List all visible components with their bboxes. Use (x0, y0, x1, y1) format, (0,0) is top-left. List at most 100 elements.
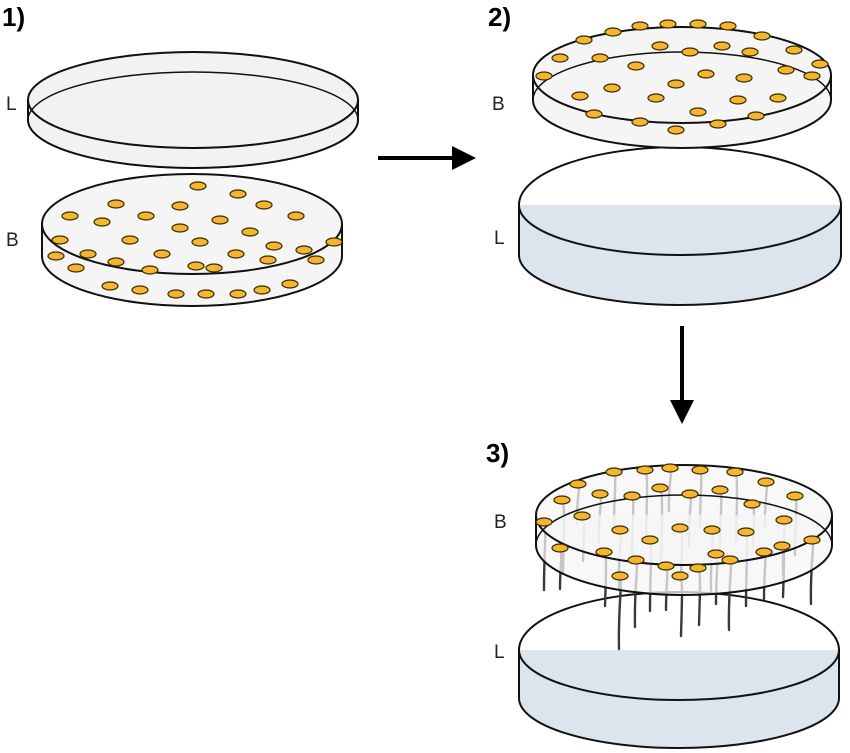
fungal-colony-icon (811, 59, 829, 69)
fungal-colony-icon (689, 107, 707, 117)
fungal-colony-icon (101, 281, 119, 291)
fungal-colony-icon (93, 217, 111, 227)
fungal-colony-icon (61, 211, 79, 221)
fungal-colony-icon (647, 93, 665, 103)
step-3-dish-label: L (494, 642, 505, 663)
fungal-colony-icon (681, 489, 699, 499)
fungal-colony-icon (121, 235, 139, 245)
fungal-colony-icon (67, 263, 85, 273)
fungal-colony-icon (627, 61, 645, 71)
fungal-colony-icon (47, 251, 65, 261)
step-1-lid-l (27, 51, 359, 169)
step-2-dish-label: L (494, 228, 505, 249)
fungal-colony-icon (229, 189, 247, 199)
fungal-colony-icon (757, 477, 775, 487)
fungal-colony-icon (627, 555, 645, 565)
step-1-plate-label: B (6, 230, 19, 251)
fungal-colony-icon (741, 47, 759, 57)
fungal-colony-icon (229, 289, 247, 299)
step-1: 1) L B (2, 2, 359, 307)
fungal-colony-icon (287, 211, 305, 221)
step-2-plate-b (532, 19, 832, 149)
step-2-number: 2) (488, 2, 511, 32)
fungal-colony-icon (651, 41, 669, 51)
step-3: 3) B L (486, 438, 840, 749)
fungal-colony-icon (325, 237, 343, 247)
fungal-colony-icon (711, 485, 729, 495)
fungal-colony-icon (611, 571, 629, 581)
fungal-colony-icon (585, 109, 603, 119)
fungal-colony-icon (535, 71, 553, 81)
fungal-colony-icon (737, 527, 755, 537)
fungal-colony-icon (769, 93, 787, 103)
fungal-colony-icon (661, 463, 679, 473)
fungal-colony-icon (681, 47, 699, 57)
step-1-lid-label: L (6, 94, 17, 115)
fungal-colony-icon (153, 249, 171, 259)
fungal-colony-icon (137, 211, 155, 221)
fungal-colony-icon (107, 199, 125, 209)
fungal-colony-icon (573, 511, 591, 521)
fungal-colony-icon (753, 31, 771, 41)
fungal-colony-icon (205, 263, 223, 273)
fungal-colony-icon (535, 517, 553, 527)
fungal-colony-icon (803, 535, 821, 545)
fungal-colony-icon (167, 289, 185, 299)
fungal-colony-icon (641, 535, 659, 545)
fungal-colony-icon (281, 279, 299, 289)
fungal-colony-icon (605, 467, 623, 477)
fungal-colony-icon (707, 549, 725, 559)
fungal-colony-icon (307, 255, 325, 265)
fungal-colony-icon (569, 479, 587, 489)
fungal-colony-icon (571, 91, 589, 101)
step-3-colonies (535, 463, 821, 581)
arrow-down-icon (670, 326, 694, 424)
fungal-colony-icon (141, 265, 159, 275)
fungal-colony-icon (721, 555, 739, 565)
fungal-colony-icon (171, 201, 189, 211)
fungal-colony-icon (79, 249, 97, 259)
step-1-colonies (47, 181, 343, 299)
fungal-colony-icon (191, 237, 209, 247)
fungal-colony-icon (107, 257, 125, 267)
step-3-dish-l (518, 591, 840, 749)
fungal-colony-icon (709, 119, 727, 129)
fungal-colony-icon (631, 117, 649, 127)
fungal-colony-icon (197, 289, 215, 299)
fungal-colony-icon (667, 79, 685, 89)
fungal-colony-icon (773, 541, 791, 551)
step-2-plate-label: B (492, 94, 505, 115)
step-2-colonies (535, 19, 829, 135)
fungal-colony-icon (689, 19, 707, 29)
step-3-plate-label: B (494, 512, 507, 533)
fungal-colony-icon (553, 495, 571, 505)
fungal-colony-icon (171, 223, 189, 233)
fungal-colony-icon (743, 499, 761, 509)
fungal-colony-icon (265, 241, 283, 251)
fungal-colony-icon (651, 483, 669, 493)
fungal-colony-icon (671, 571, 689, 581)
fungal-colony-icon (591, 53, 609, 63)
fungal-colony-icon (777, 65, 795, 75)
fungal-colony-icon (189, 181, 207, 191)
fungal-colony-icon (785, 45, 803, 55)
step-1-plate-b (41, 173, 343, 307)
fungal-colony-icon (241, 227, 259, 237)
step-2: 2) B L (488, 2, 842, 306)
fungal-colony-icon (595, 547, 613, 557)
fungal-colony-icon (729, 95, 747, 105)
fungal-colony-icon (697, 69, 715, 79)
fungal-colony-icon (659, 19, 677, 29)
step-2-dish-l (518, 146, 842, 306)
fungal-colony-icon (747, 111, 765, 121)
fungal-colony-icon (755, 547, 773, 557)
fungal-colony-icon (667, 125, 685, 135)
fungal-colony-icon (611, 525, 629, 535)
fungal-colony-icon (703, 525, 721, 535)
fungal-colony-icon (691, 465, 709, 475)
fungal-colony-icon (253, 285, 271, 295)
fungal-colony-icon (735, 73, 753, 83)
fungal-colony-icon (689, 563, 707, 573)
fungal-colony-icon (636, 465, 654, 475)
step-3-number: 3) (486, 438, 509, 468)
